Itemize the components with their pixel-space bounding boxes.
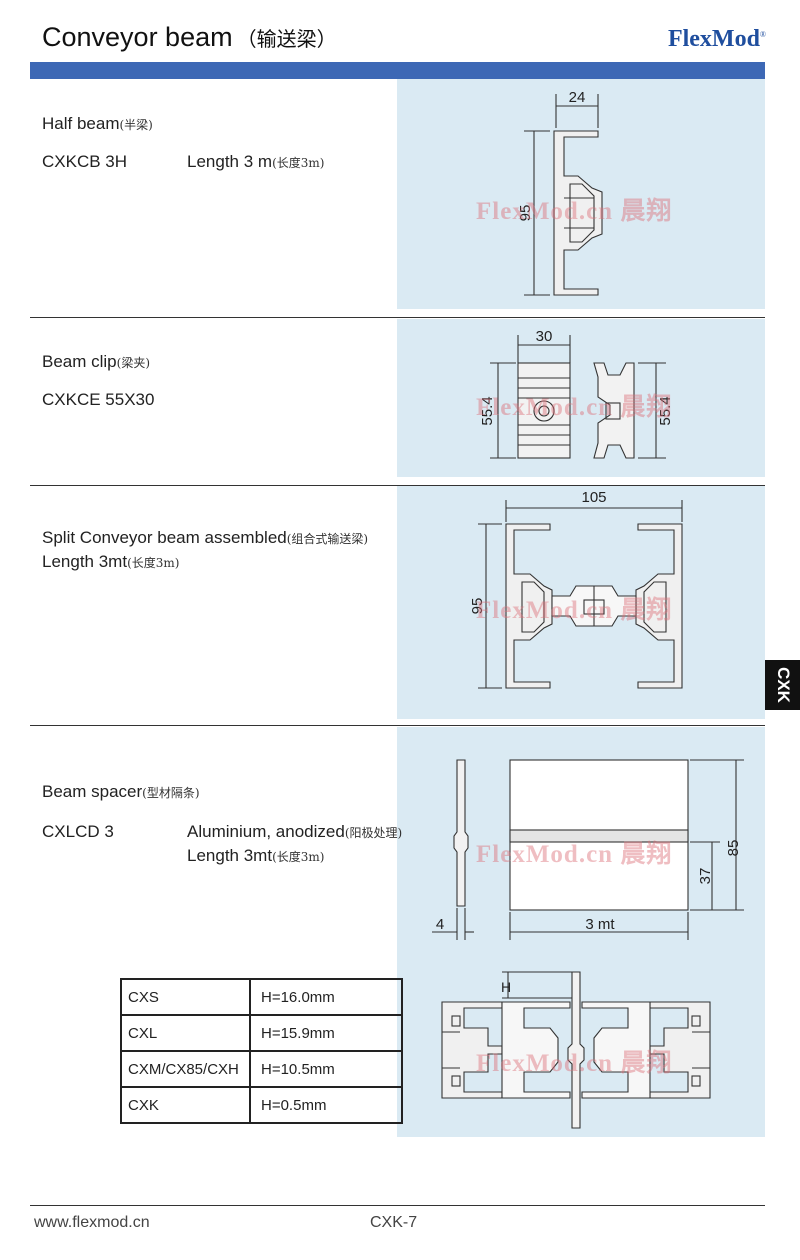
logo-mark: ® <box>759 30 766 39</box>
half-beam-height-label: 95 <box>517 205 534 222</box>
logo-text: FlexMod <box>667 26 760 52</box>
beam-spacer-length-text: Length 3mt <box>187 846 273 865</box>
table-row: CXM/CX85/CXH H=10.5mm <box>120 1050 403 1088</box>
split-beam-name-cn: (组合式输送梁) <box>286 532 369 546</box>
beam-spacer-material-text: Aluminium, anodized <box>187 822 345 841</box>
split-beam-height-label: 95 <box>469 598 486 615</box>
title-cn: （输送梁） <box>236 27 337 51</box>
beam-spacer-code: CXLCD 3 <box>42 822 114 841</box>
spacer-gap-label: H <box>501 979 511 995</box>
table-cell-model: CXK <box>120 1086 251 1124</box>
spacer-thickness-label: 4 <box>436 916 444 933</box>
table-cell-value: H=15.9mm <box>249 1014 403 1052</box>
half-beam-title: Half beam(半梁) <box>42 114 153 134</box>
footer-divider <box>30 1205 765 1206</box>
spacer-assembly-drawing: H <box>441 971 711 1129</box>
beam-spacer-material-cn: (阳极处理) <box>344 826 403 840</box>
footer-website-link[interactable]: www.flexmod.cn <box>34 1214 150 1231</box>
split-beam-drawing: 105 95 <box>469 489 683 689</box>
beam-spacer-length: Length 3mt(长度3m) <box>187 846 324 866</box>
beam-spacer-material: Aluminium, anodized(阳极处理) <box>187 822 402 842</box>
beam-clip-code: CXKCE 55X30 <box>42 390 155 409</box>
section-divider <box>30 485 765 486</box>
table-cell-value: H=16.0mm <box>249 978 403 1016</box>
beam-spacer-name: Beam spacer <box>42 782 143 801</box>
table-cell-value: H=0.5mm <box>249 1086 403 1124</box>
spacer-height-label: 85 <box>725 840 742 857</box>
beam-spacer-name-cn: (型材隔条) <box>142 786 200 800</box>
beam-clip-height-right-label: 55.4 <box>657 396 674 425</box>
beam-spacer-drawing: 4 3 mt 85 37 <box>432 759 744 940</box>
beam-clip-drawing: 30 55.4 55.4 <box>479 328 674 459</box>
section-divider <box>30 317 765 318</box>
half-beam-code: CXKCB 3H <box>42 152 128 171</box>
split-beam-name: Split Conveyor beam assembled <box>42 528 287 547</box>
beam-spacer-title: Beam spacer(型材隔条) <box>42 782 200 802</box>
beam-clip-width-label: 30 <box>536 328 553 345</box>
table-cell-model: CXM/CX85/CXH <box>120 1050 251 1088</box>
half-beam-length-text: Length 3 m <box>187 152 273 171</box>
beam-clip-panel <box>397 319 765 477</box>
beam-clip-name: Beam clip <box>42 352 117 371</box>
half-beam-drawing: 24 95 <box>517 89 603 296</box>
split-beam-length-cn: (长度3m) <box>127 556 180 570</box>
table-row: CXS H=16.0mm <box>120 978 403 1016</box>
split-beam-length: Length 3mt(长度3m) <box>42 552 179 572</box>
section-tab-label: CXK <box>773 667 793 703</box>
spacer-length-label: 3 mt <box>585 916 615 933</box>
title-text: Conveyor beam <box>42 22 233 52</box>
table-row: CXL H=15.9mm <box>120 1014 403 1052</box>
watermark: FlexMod.cn 晨翔 <box>476 394 673 421</box>
half-beam-width-label: 24 <box>569 89 586 106</box>
spec-table: CXS H=16.0mm CXL H=15.9mm CXM/CX85/CXH H… <box>120 978 403 1124</box>
split-beam-width-label: 105 <box>581 489 606 506</box>
table-cell-model: CXL <box>120 1014 251 1052</box>
page-title: Conveyor beam（输送梁） <box>42 22 337 53</box>
brand-logo: FlexMod® <box>668 26 766 53</box>
beam-clip-height-left-label: 55.4 <box>479 396 496 425</box>
section-tab-cxk[interactable]: CXK <box>765 660 800 710</box>
table-cell-value: H=10.5mm <box>249 1050 403 1088</box>
half-beam-length-cn: (长度3m) <box>272 156 325 170</box>
split-beam-length-text: Length 3mt <box>42 552 128 571</box>
half-beam-name-cn: (半梁) <box>119 118 153 132</box>
watermark: FlexMod.cn 晨翔 <box>476 198 673 225</box>
half-beam-name: Half beam <box>42 114 120 133</box>
spacer-mid-label: 37 <box>697 868 714 885</box>
table-cell-model: CXS <box>120 978 251 1016</box>
half-beam-length: Length 3 m(长度3m) <box>187 152 324 172</box>
beam-spacer-length-cn: (长度3m) <box>272 850 325 864</box>
watermark: FlexMod.cn 晨翔 <box>476 1050 673 1077</box>
watermark: FlexMod.cn 晨翔 <box>476 597 673 624</box>
header-bar <box>30 62 765 79</box>
split-beam-title: Split Conveyor beam assembled(组合式输送梁) <box>42 528 368 548</box>
watermark: FlexMod.cn 晨翔 <box>476 841 673 868</box>
beam-clip-title: Beam clip(梁夹) <box>42 352 150 372</box>
footer-page-number: CXK-7 <box>370 1214 418 1231</box>
section-divider <box>30 725 765 726</box>
beam-clip-name-cn: (梁夹) <box>116 356 151 370</box>
table-row: CXK H=0.5mm <box>120 1086 403 1124</box>
